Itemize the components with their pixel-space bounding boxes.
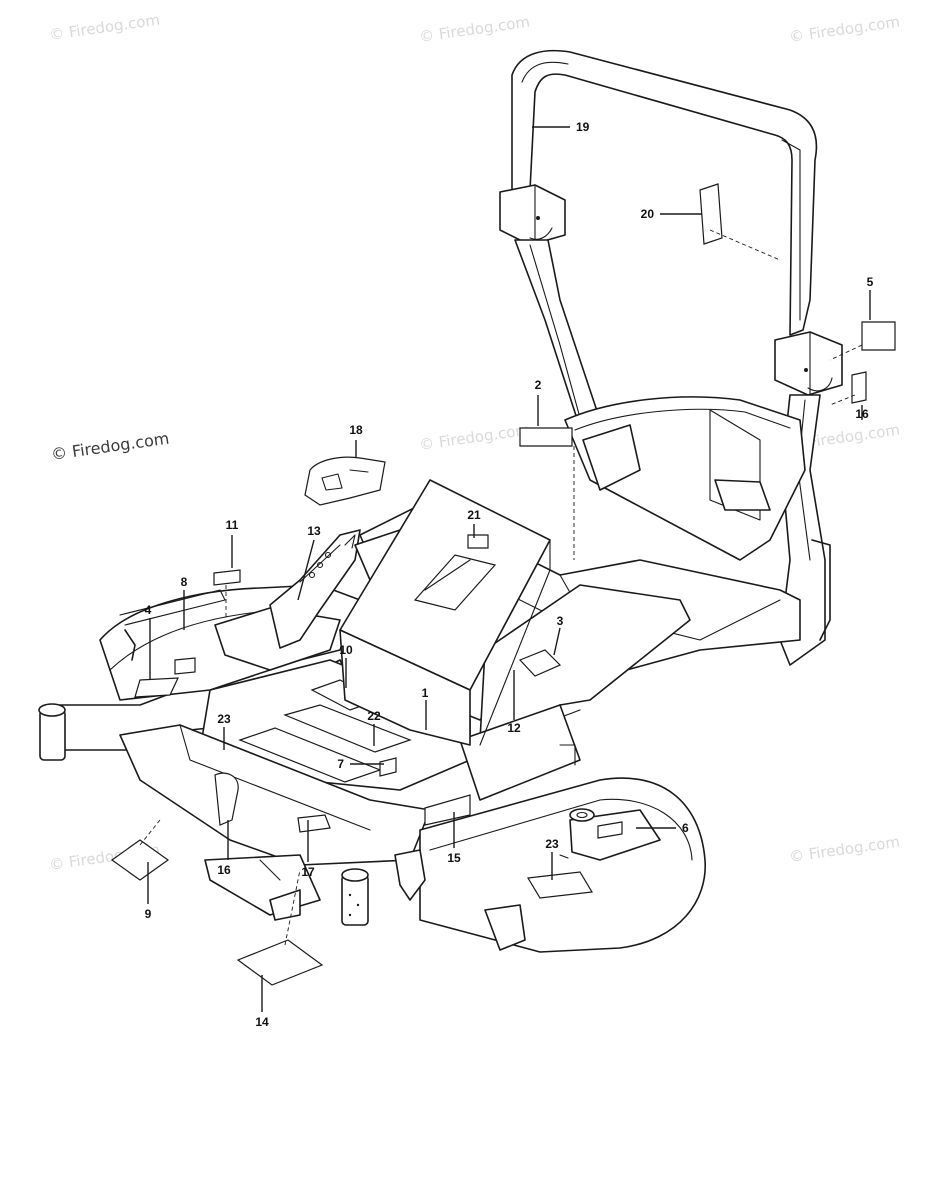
watermark-main: © Firedog.com — [50, 429, 170, 464]
loose-decals — [110, 183, 896, 986]
callout-10: 10 — [339, 643, 353, 657]
callout-15: 15 — [447, 851, 461, 865]
callout-12: 12 — [507, 721, 521, 735]
callout-23-front: 23 — [217, 712, 231, 726]
callout-23-deck: 23 — [545, 837, 559, 851]
callout-11: 11 — [226, 518, 239, 532]
callout-22: 22 — [367, 709, 381, 723]
callout-7: 7 — [337, 757, 344, 771]
projection-lines — [139, 229, 863, 946]
callout-13: 13 — [307, 524, 321, 538]
callout-14: 14 — [255, 1015, 269, 1029]
callout-19: 19 — [576, 120, 590, 134]
decal-21-shape — [467, 534, 489, 549]
callout-17: 17 — [301, 865, 315, 879]
callout-18: 18 — [349, 423, 363, 437]
callout-6: 6 — [682, 821, 689, 835]
leader-lines — [147, 126, 871, 1012]
rear-fender — [564, 396, 806, 561]
callout-5: 5 — [867, 275, 874, 289]
decal-9-shape — [110, 839, 170, 881]
seat — [339, 479, 551, 746]
callout-numbers: 1 2 3 4 5 6 7 8 9 10 11 12 13 14 15 16 1… — [145, 120, 874, 1029]
callout-16-top: 16 — [855, 407, 869, 421]
decal-11-shape — [213, 569, 241, 586]
callout-20: 20 — [641, 207, 655, 221]
callout-8: 8 — [181, 575, 188, 589]
decal-16-top-shape — [851, 371, 867, 404]
watermark-low-right: © Firedog.com — [788, 833, 901, 866]
mower-deck — [204, 772, 706, 953]
callout-1: 1 — [422, 686, 429, 700]
decal-20-shape — [699, 183, 723, 245]
callout-3: 3 — [557, 614, 564, 628]
decal-18-shape — [304, 456, 386, 506]
callout-9: 9 — [145, 907, 152, 921]
decal-2-shape — [519, 427, 573, 447]
callout-2: 2 — [535, 378, 542, 392]
watermark-top-right: © Firedog.com — [788, 13, 901, 46]
decal-14-shape — [236, 939, 324, 986]
callout-16-bottom: 16 — [217, 863, 231, 877]
watermark-top-center: © Firedog.com — [418, 13, 531, 46]
decal-5-shape — [861, 321, 896, 351]
watermark-mid-center: © Firedog.com — [418, 421, 531, 454]
callout-21: 21 — [467, 508, 481, 522]
callout-4: 4 — [145, 603, 152, 617]
watermark-top-left: © Firedog.com — [48, 11, 161, 44]
